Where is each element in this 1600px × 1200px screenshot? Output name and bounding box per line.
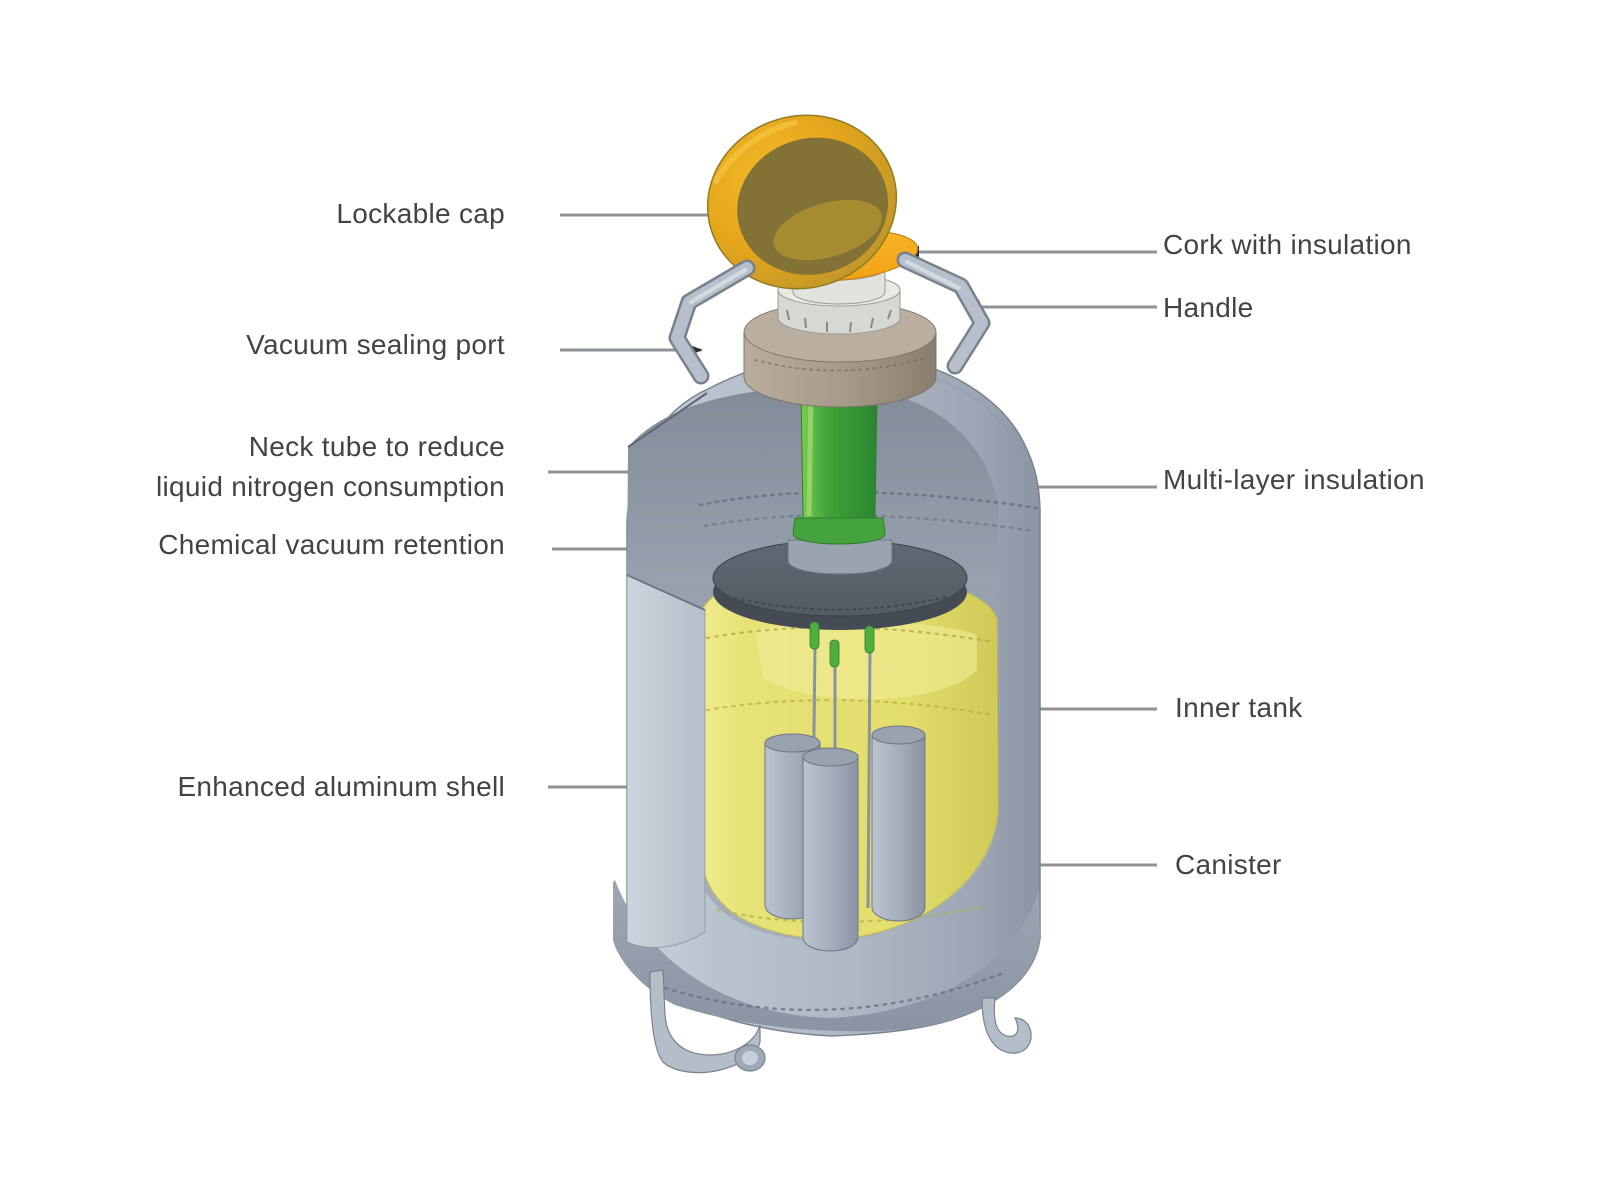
label-multi-layer-insulation: Multi-layer insulation bbox=[1163, 464, 1425, 495]
canister-right bbox=[871, 725, 926, 922]
bottom-dome bbox=[613, 880, 1040, 1032]
chemical-vacuum-retention-plate bbox=[712, 539, 968, 630]
label-inner-tank: Inner tank bbox=[1175, 692, 1303, 723]
label-vacuum-sealing-port: Vacuum sealing port bbox=[246, 329, 505, 360]
handle-right bbox=[896, 251, 991, 375]
neck-tube-hub bbox=[787, 539, 893, 575]
handle-left bbox=[668, 259, 756, 385]
label-neck-tube: Neck tube to reduce liquid nitrogen cons… bbox=[156, 427, 505, 507]
label-handle: Handle bbox=[1163, 292, 1254, 323]
lockable-cap bbox=[706, 114, 898, 290]
label-neck-tube-line2: liquid nitrogen consumption bbox=[156, 471, 505, 502]
label-cork-with-insulation: Cork with insulation bbox=[1163, 229, 1412, 260]
neck-tube bbox=[792, 387, 886, 545]
tank-illustration bbox=[613, 114, 1041, 1074]
label-neck-tube-line1: Neck tube to reduce bbox=[248, 431, 505, 462]
shell-cross-section bbox=[626, 574, 706, 948]
bottom-dome-dots bbox=[663, 972, 1003, 1012]
rod-green-tips bbox=[809, 621, 875, 668]
label-lockable-cap: Lockable cap bbox=[336, 198, 505, 229]
canister-middle bbox=[802, 747, 859, 952]
cutaway-shoulder-edge bbox=[627, 392, 708, 448]
label-enhanced-aluminum-shell: Enhanced aluminum shell bbox=[177, 771, 505, 802]
base-feet bbox=[649, 969, 1032, 1074]
label-canister: Canister bbox=[1175, 849, 1282, 880]
inner-tank-dots-2 bbox=[705, 699, 995, 717]
label-chemical-vacuum-retention: Chemical vacuum retention bbox=[158, 529, 505, 560]
